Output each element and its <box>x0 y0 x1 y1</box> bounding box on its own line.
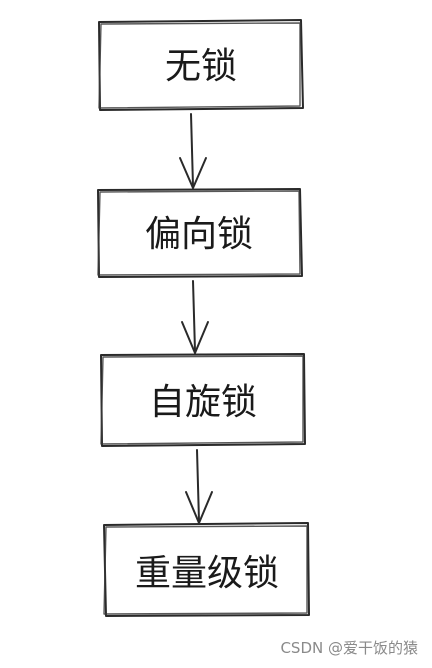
node-label-2: 偏向锁 <box>145 214 253 255</box>
arrow-2 <box>181 280 209 354</box>
node-label-4: 重量级锁 <box>135 553 279 594</box>
node-box-1: 无锁 <box>98 19 304 111</box>
arrow-1 <box>179 113 207 189</box>
node-box-3: 自旋锁 <box>100 353 306 447</box>
node-box-4: 重量级锁 <box>103 522 310 617</box>
watermark-text: CSDN @爱干饭的猿 <box>280 639 418 657</box>
node-box-2: 偏向锁 <box>97 188 303 278</box>
arrow-3 <box>185 449 213 524</box>
node-label-1: 无锁 <box>165 46 237 87</box>
node-label-3: 自旋锁 <box>149 382 257 423</box>
